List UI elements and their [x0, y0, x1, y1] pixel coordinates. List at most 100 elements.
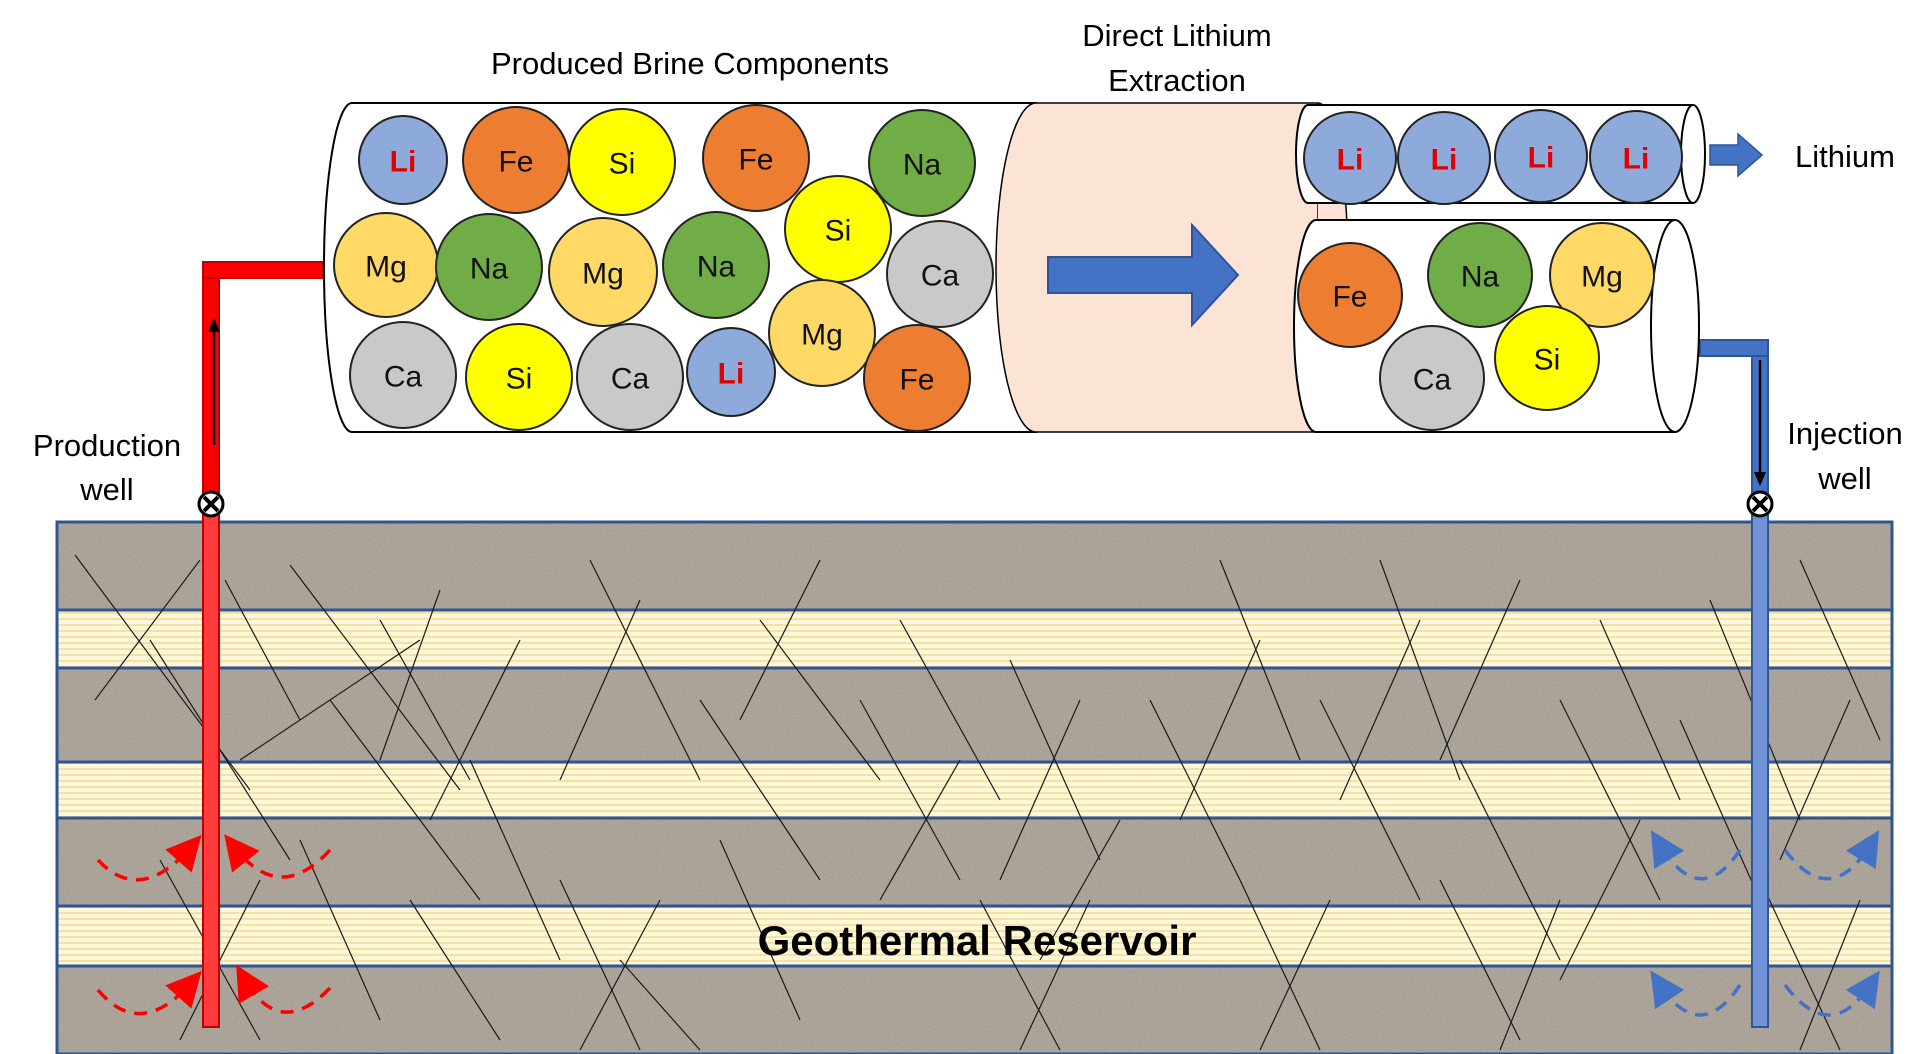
fracture-line [329, 699, 481, 901]
ion-fe: Fe [462, 106, 570, 214]
ion-label: Na [903, 149, 942, 182]
produced-brine-label: Produced Brine Components [491, 46, 889, 81]
ion-label: Na [1461, 261, 1500, 294]
sand-layer [57, 762, 1892, 818]
production-wellbore [202, 514, 220, 1028]
fracture-line [1009, 659, 1101, 861]
fracture-line [619, 959, 701, 1051]
ion-mg: Mg [548, 217, 658, 327]
ion-fe: Fe [863, 324, 971, 432]
valve-icon [197, 490, 225, 518]
labels: Produced Brine Components Direct Lithium… [33, 18, 1903, 964]
ion-label: Li [390, 146, 417, 179]
injection-wellbore [1751, 514, 1769, 1028]
reservoir [55, 520, 1894, 1054]
ion-label: Si [825, 215, 852, 248]
fracture-line [379, 589, 441, 761]
reservoir-label: Geothermal Reservoir [758, 917, 1197, 964]
production-pipe-vertical [202, 264, 220, 498]
fracture-line [859, 699, 961, 881]
fracture-line [299, 839, 381, 1021]
fracture-line [1759, 879, 1841, 1051]
fracture-lines [74, 554, 1881, 1051]
fracture-line [1559, 819, 1641, 981]
ion-si: Si [784, 175, 892, 283]
fracture-line [719, 839, 801, 1021]
fracture-line [1499, 899, 1561, 1051]
injection-well-label-line1: Injection [1787, 416, 1902, 451]
fracture-line [429, 639, 521, 821]
ion-si: Si [1494, 305, 1600, 411]
ion-mg: Mg [333, 212, 439, 318]
fracture-line [699, 699, 821, 881]
ion-fe: Fe [702, 104, 810, 212]
fracture-line [379, 619, 471, 781]
ion-label: Li [1431, 144, 1458, 177]
fracture-line [1439, 879, 1521, 1041]
ion-label: Li [1528, 142, 1555, 175]
lithium-label: Lithium [1795, 139, 1895, 174]
flow-arrow-icon [208, 318, 220, 332]
ion-label: Fe [1332, 281, 1367, 314]
ion-li: Li [1397, 111, 1491, 205]
ion-na: Na [1427, 222, 1533, 328]
ion-ca: Ca [576, 323, 684, 431]
ion-label: Mg [365, 251, 407, 284]
lithium-cylinder: Li Li Li Li [1295, 104, 1764, 205]
ion-na: Na [662, 211, 770, 319]
fracture-line [899, 619, 1001, 801]
fracture-line [1239, 879, 1321, 1051]
ion-li: Li [1589, 110, 1683, 204]
fracture-line [1039, 819, 1121, 961]
ion-label: Mg [801, 319, 843, 352]
fracture-line [1219, 559, 1301, 761]
fracture-line [559, 599, 641, 781]
ion-si: Si [465, 323, 573, 431]
fracture-line [999, 699, 1081, 881]
sand-layer [57, 906, 1892, 966]
valve-icon [1746, 490, 1774, 518]
ion-label: Ca [921, 260, 960, 293]
ion-li: Li [686, 327, 776, 417]
ion-label: Li [1337, 144, 1364, 177]
ion-label: Ca [384, 361, 423, 394]
fracture-line [739, 559, 821, 721]
injection-pipe-horizontal [1699, 339, 1769, 357]
fracture-line [1149, 699, 1241, 881]
fracture-line [979, 899, 1061, 1051]
dle-label-line2: Extraction [1108, 63, 1246, 98]
dle-label-line1: Direct Lithium [1082, 18, 1272, 53]
layer-boundaries [55, 520, 1894, 1054]
fracture-line [1179, 639, 1261, 821]
injection-well [1650, 339, 1880, 1028]
fracture-line [1799, 559, 1881, 741]
rock-layers [57, 522, 1892, 1054]
fracture-line [1019, 899, 1091, 1051]
production-well-label-line1: Production [33, 428, 181, 463]
ion-label: Ca [611, 363, 650, 396]
fracture-line [559, 879, 641, 1051]
ion-ca: Ca [886, 220, 994, 328]
ion-na: Na [868, 109, 976, 217]
production-flow-arrows [96, 834, 332, 1016]
production-pipe-horizontal [202, 261, 324, 279]
ion-li: Li [358, 115, 448, 205]
fracture-line [94, 559, 201, 701]
fracture-line [1379, 559, 1461, 781]
ion-na: Na [435, 213, 543, 321]
fracture-line [469, 759, 561, 961]
ion-fe: Fe [1297, 242, 1403, 348]
ion-label: Si [506, 363, 533, 396]
ion-label: Mg [582, 258, 624, 291]
ion-label: Mg [1581, 261, 1623, 294]
dle-arrow-icon [1047, 222, 1240, 328]
injection-well-label-line2: well [1817, 461, 1871, 496]
production-well [96, 261, 332, 1028]
ion-li: Li [1494, 109, 1588, 203]
ion-label: Si [1534, 344, 1561, 377]
